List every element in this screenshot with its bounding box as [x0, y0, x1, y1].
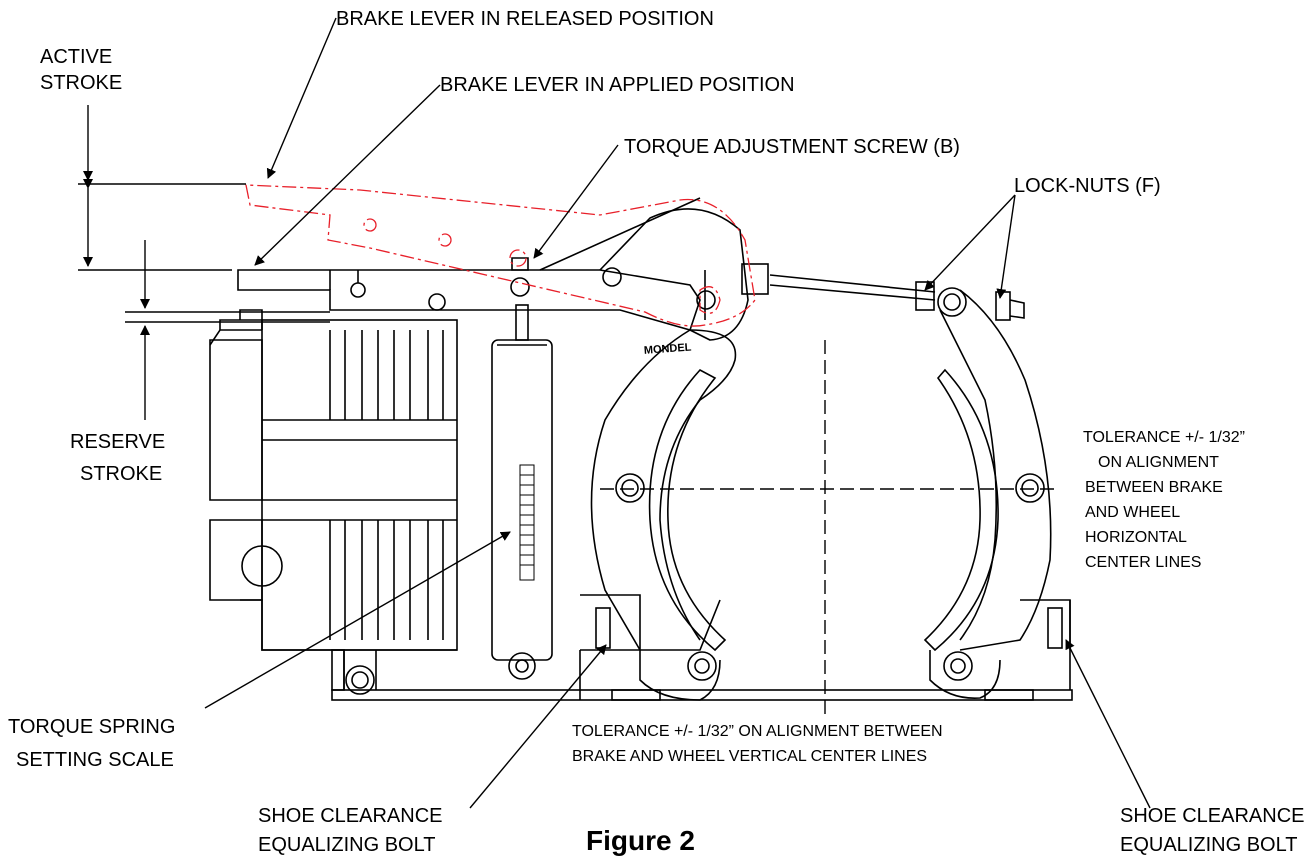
label-tolerance-vertical-1: TOLERANCE +/- 1/32” ON ALIGNMENT BETWEEN [572, 723, 943, 740]
label-reserve-stroke-1: RESERVE [70, 431, 165, 453]
brake-arm-left [590, 270, 737, 701]
label-tolerance-vertical-2: BRAKE AND WHEEL VERTICAL CENTER LINES [572, 748, 927, 765]
center-lines [600, 340, 1060, 720]
label-shoe-clearance-left-2: EQUALIZING BOLT [258, 834, 435, 856]
label-tolerance-horizontal-1: TOLERANCE +/- 1/32” [1083, 429, 1245, 446]
brake-lever-applied [237, 197, 749, 341]
label-torque-spring-scale-1: TORQUE SPRING [8, 716, 175, 738]
torque-spring-tube [491, 304, 553, 680]
brake-shoe-left [648, 369, 727, 652]
base-plate [331, 594, 1073, 701]
label-reserve-stroke-2: STROKE [80, 463, 162, 485]
label-lock-nuts: LOCK-NUTS (F) [1014, 175, 1161, 197]
brake-drawing [209, 197, 1073, 701]
label-brake-lever-released: BRAKE LEVER IN RELEASED POSITION [336, 8, 714, 30]
label-torque-spring-scale-2: SETTING SCALE [16, 749, 174, 771]
tie-rod [741, 263, 1025, 321]
label-active-stroke-1: ACTIVE [40, 46, 112, 68]
label-shoe-clearance-right-1: SHOE CLEARANCE [1120, 805, 1305, 827]
dimension-lines [78, 105, 330, 420]
label-tolerance-horizontal-5: HORIZONTAL [1085, 529, 1187, 546]
labels: BRAKE LEVER IN RELEASED POSITION BRAKE L… [8, 8, 1305, 856]
equalizing-bolts [595, 607, 1063, 649]
label-shoe-clearance-left-1: SHOE CLEARANCE [258, 805, 443, 827]
label-torque-adjustment-screw: TORQUE ADJUSTMENT SCREW (B) [624, 136, 960, 158]
label-shoe-clearance-right-2: EQUALIZING BOLT [1120, 834, 1297, 856]
leader-lines [204, 17, 1151, 809]
figure-caption: Figure 2 [586, 825, 695, 856]
brake-arm-right [929, 287, 1052, 699]
thruster-body [209, 309, 458, 695]
brake-lever-released [245, 184, 756, 327]
label-tolerance-horizontal-2: ON ALIGNMENT [1098, 454, 1219, 471]
brake-shoe-right [923, 368, 999, 652]
label-tolerance-horizontal-3: BETWEEN BRAKE [1085, 479, 1223, 496]
label-active-stroke-2: STROKE [40, 72, 122, 94]
label-tolerance-horizontal-4: AND WHEEL [1085, 504, 1180, 521]
label-tolerance-horizontal-6: CENTER LINES [1085, 554, 1201, 571]
label-brake-lever-applied: BRAKE LEVER IN APPLIED POSITION [440, 74, 795, 96]
brand-plate-label: MONDEL [643, 341, 692, 356]
